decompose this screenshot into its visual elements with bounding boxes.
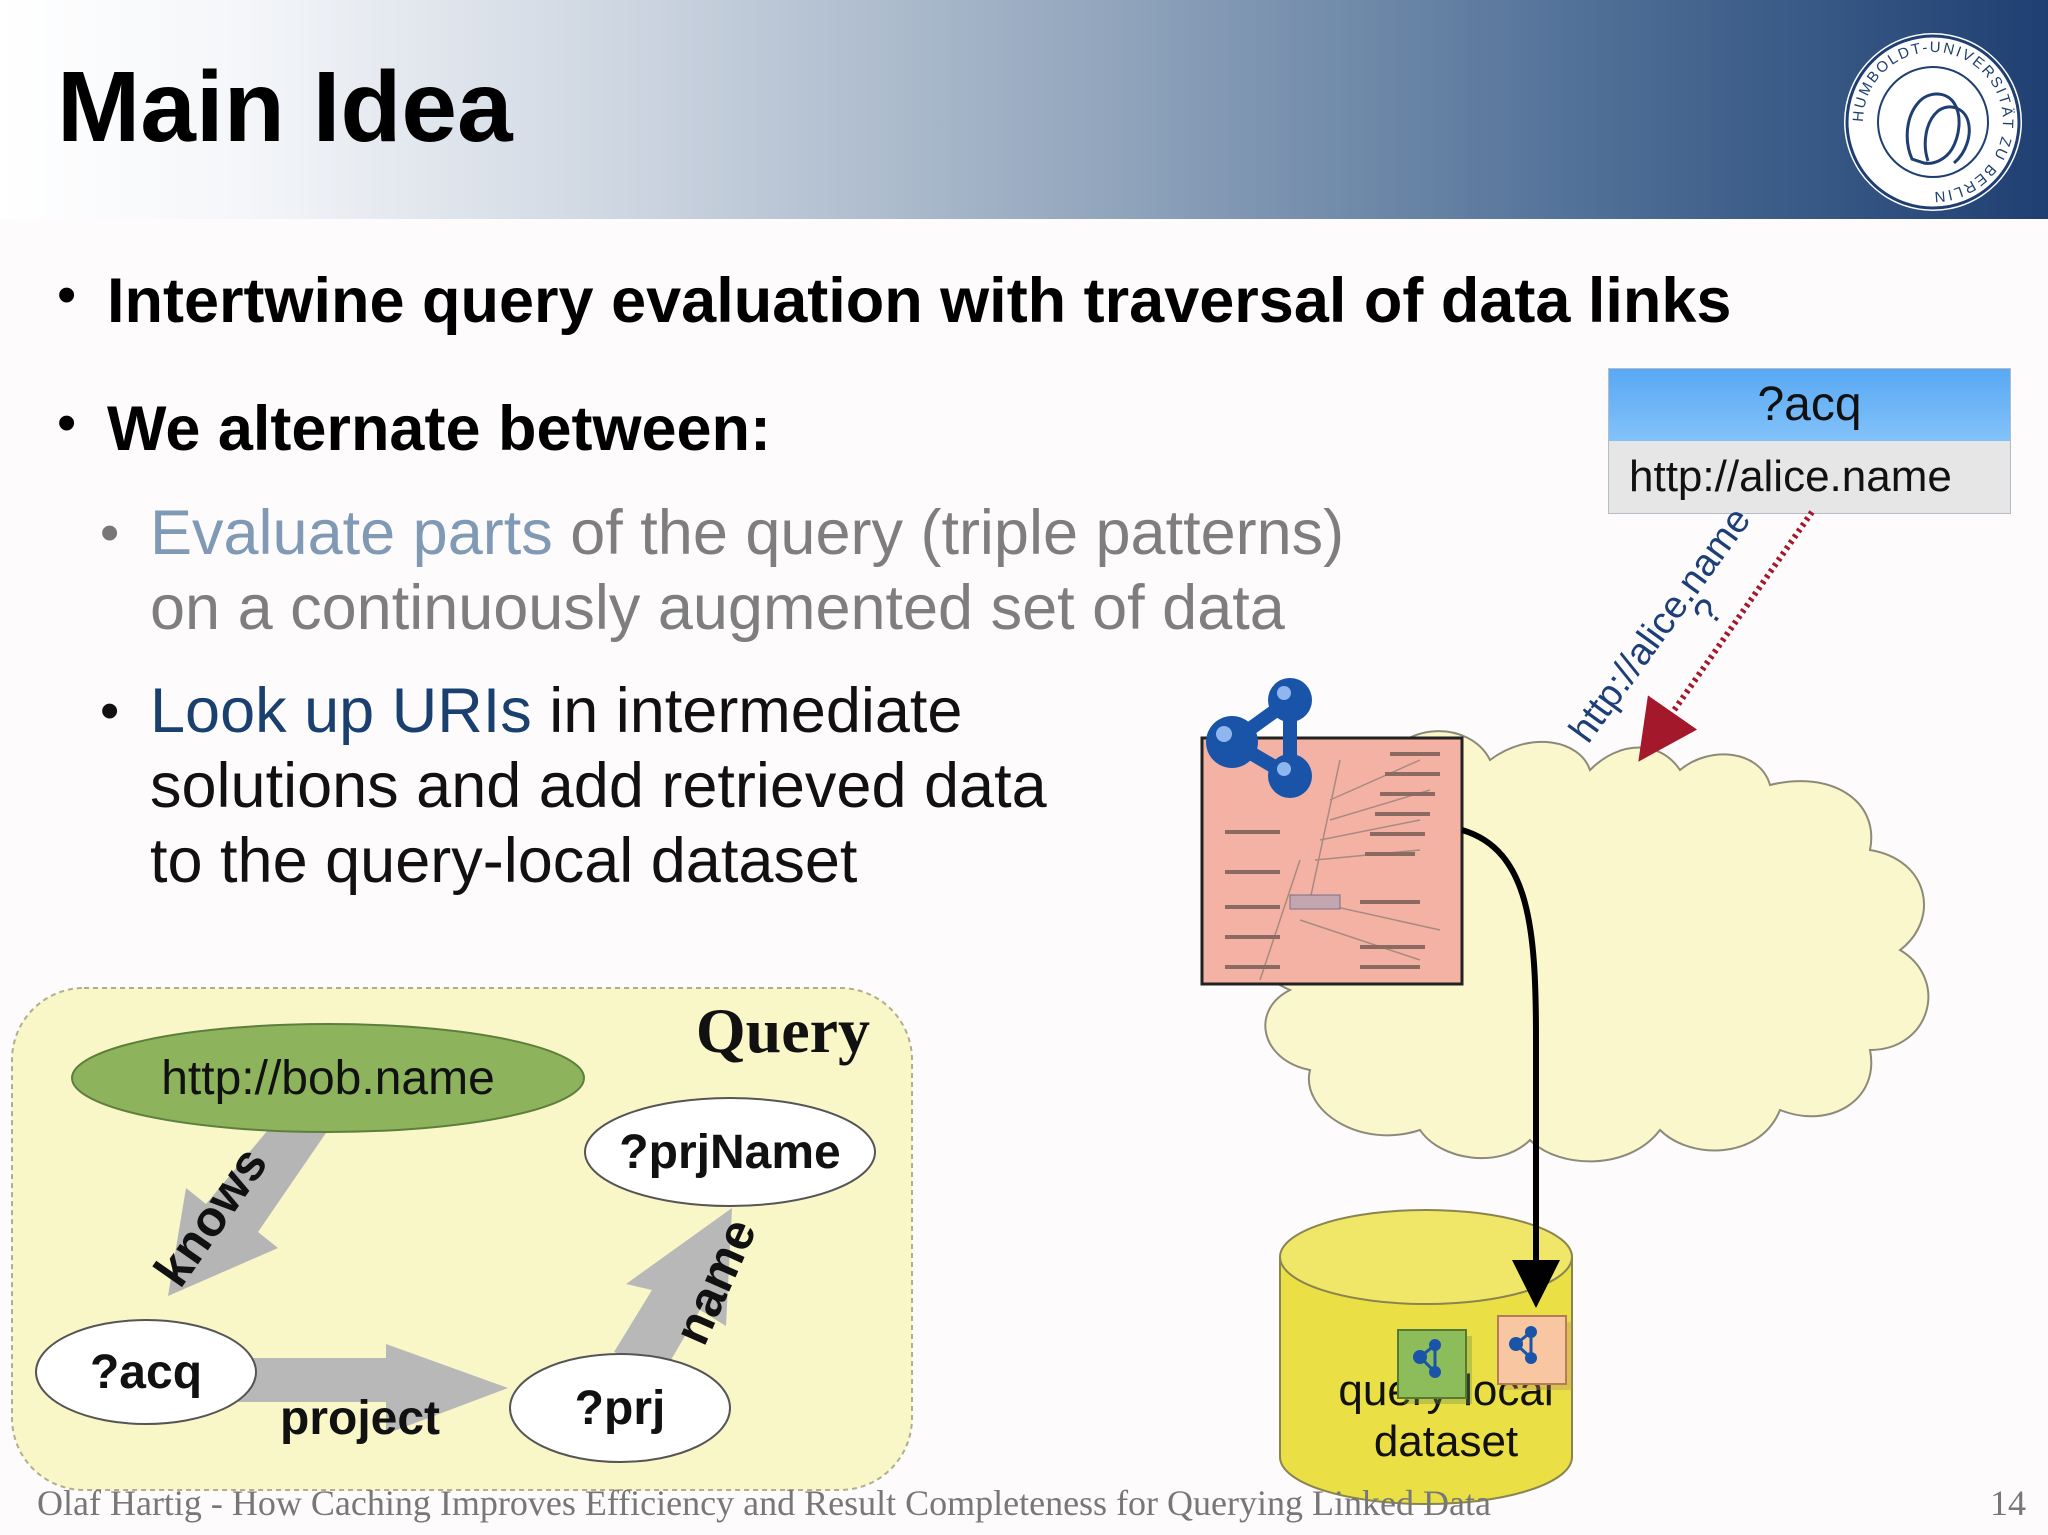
retrieve-arrow xyxy=(1461,827,1560,1308)
linked-data-icon xyxy=(1206,678,1312,798)
project-edge xyxy=(238,1344,508,1434)
lookup-arrow xyxy=(1638,510,1815,762)
sub-bullet-dot: • xyxy=(100,501,120,563)
binding-table-header: ?acq xyxy=(1609,369,2010,441)
svg-text:?acq: ?acq xyxy=(90,1346,202,1399)
dataset-label-line2: dataset xyxy=(1374,1417,1518,1466)
look-up-uris-highlight: Look up URIs xyxy=(150,676,532,746)
svg-text:?prj: ?prj xyxy=(575,1382,666,1435)
lookup-uri-label: http://alice.name xyxy=(1561,500,1759,750)
red-data-item xyxy=(1497,1315,1572,1390)
node-prj: ?prj xyxy=(509,1353,731,1463)
university-seal-icon: HUMBOLDT-UNIVERSITÄT ZU BERLIN xyxy=(1844,33,2022,211)
svg-text:?prjName: ?prjName xyxy=(619,1126,840,1179)
retrieved-document xyxy=(1200,736,1464,986)
node-bob: http://bob.name xyxy=(71,1023,585,1133)
evaluate-parts-highlight: Evaluate parts xyxy=(150,498,553,568)
bullet-alternate: We alternate between: xyxy=(107,394,772,464)
project-label: project xyxy=(280,1392,440,1445)
slide-title: Main Idea xyxy=(57,51,513,163)
page-number: 14 xyxy=(1990,1483,2026,1523)
lookup-question-mark: ? xyxy=(1685,591,1731,633)
knows-edge xyxy=(168,1130,328,1296)
sub-bullet-evaluate: Evaluate parts of the query (triple patt… xyxy=(150,498,1345,643)
green-data-item xyxy=(1397,1329,1472,1404)
sub-bullet-dot: • xyxy=(100,679,120,741)
query-label: Query xyxy=(696,995,870,1066)
binding-table-value: http://alice.name xyxy=(1609,441,2010,513)
name-edge xyxy=(614,1208,732,1372)
slide-footer: Olaf Hartig - How Caching Improves Effic… xyxy=(37,1483,1491,1523)
svg-text:http://bob.name: http://bob.name xyxy=(161,1052,495,1105)
bullet-intertwine: Intertwine query evaluation with travers… xyxy=(107,266,1732,336)
node-prjname: ?prjName xyxy=(584,1097,876,1207)
binding-table: ?acq http://alice.name xyxy=(1608,368,2011,514)
bullet-dot: • xyxy=(57,391,77,453)
sub-bullet-lookup: Look up URIs in intermediate solutions a… xyxy=(150,676,1047,896)
bullet-dot: • xyxy=(57,263,77,325)
title-banner xyxy=(0,0,2048,219)
node-acq: ?acq xyxy=(35,1319,257,1425)
